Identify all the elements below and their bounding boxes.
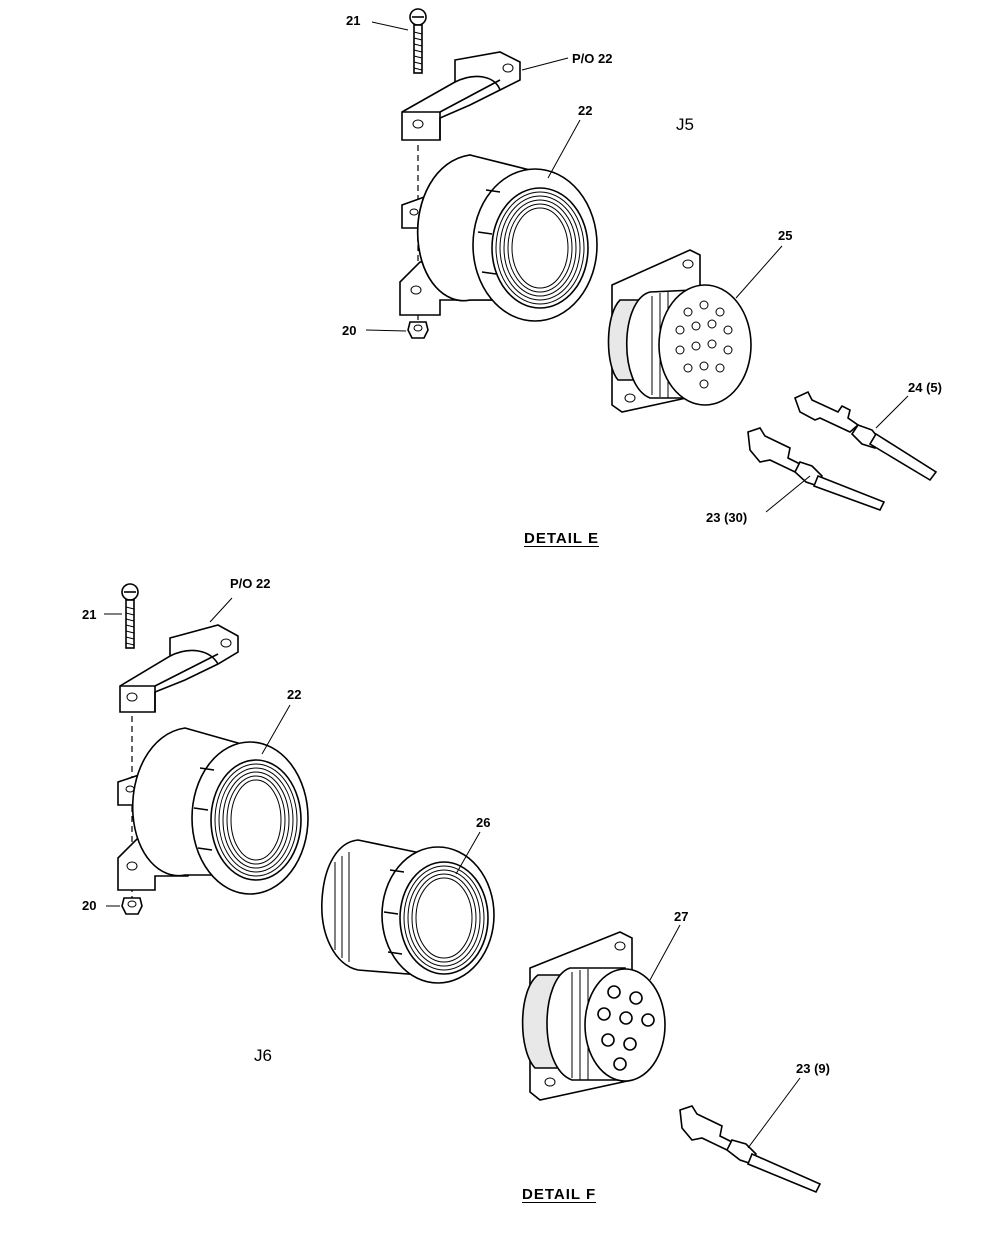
clamp-body-22-e — [416, 154, 598, 322]
label-nut-20-e: 20 — [342, 323, 357, 338]
label-connector-27: 27 — [674, 909, 689, 924]
contact-24-e — [794, 390, 938, 482]
screw-21-f — [121, 583, 139, 649]
clamp-upper-f — [119, 624, 239, 713]
detail-e-drawing — [365, 8, 938, 513]
label-screw-21-f: 21 — [82, 607, 97, 622]
connector-27 — [521, 931, 666, 1101]
label-contact-24: 24 (5) — [908, 380, 942, 395]
label-adapter-26: 26 — [476, 815, 491, 830]
label-contact-23-f: 23 (9) — [796, 1061, 830, 1076]
detail-f-title: DETAIL F — [522, 1186, 597, 1203]
screw-21-e — [409, 8, 427, 74]
detail-e-title: DETAIL E — [524, 530, 599, 547]
connector-id-j5: J5 — [676, 115, 694, 134]
label-clamp-22-e: 22 — [578, 103, 593, 118]
adapter-26 — [321, 839, 495, 984]
clamp-upper-e — [401, 51, 521, 141]
label-clamp-part-f: P/O 22 — [230, 576, 271, 591]
label-nut-20-f: 20 — [82, 898, 97, 913]
label-contact-23-e: 23 (30) — [706, 510, 748, 525]
detail-f-drawing — [104, 583, 822, 1194]
nut-20-f — [121, 897, 143, 915]
connector-id-j6: J6 — [254, 1046, 272, 1065]
contact-23-f — [679, 1105, 822, 1194]
contact-23-e — [747, 427, 886, 511]
clamp-body-22-f — [131, 727, 309, 895]
label-clamp-22-f: 22 — [287, 687, 302, 702]
label-clamp-part-e: P/O 22 — [572, 51, 613, 66]
connector-25 — [607, 249, 752, 413]
nut-20-e — [407, 321, 429, 339]
label-connector-25: 25 — [778, 228, 793, 243]
label-screw-21-e: 21 — [346, 13, 361, 28]
